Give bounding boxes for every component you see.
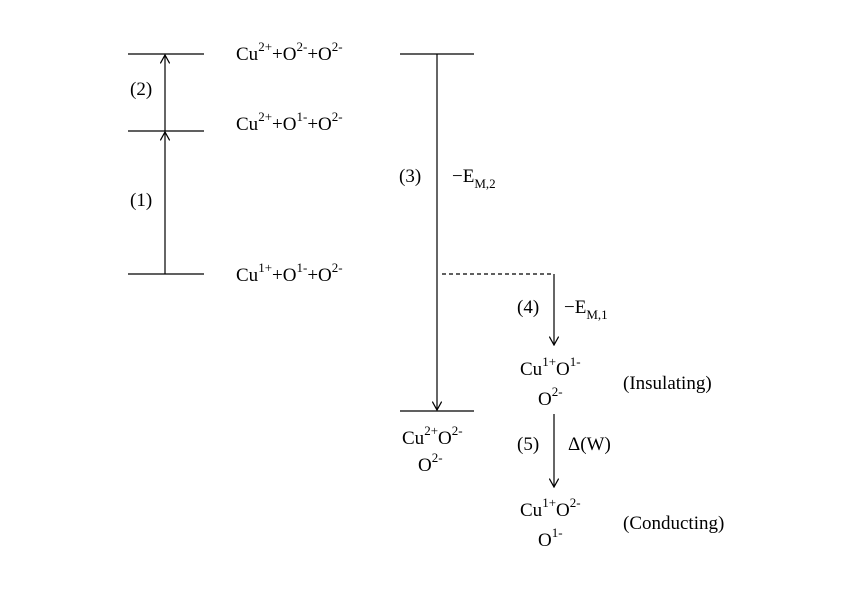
step-5-label: (5): [517, 434, 539, 455]
step-3-label: (3): [399, 166, 421, 187]
state-conducting: (Conducting): [623, 513, 724, 534]
product-5-bottom: O1-: [538, 525, 563, 551]
energy-5-label: Δ(W): [568, 434, 611, 455]
level-label-bottom: Cu1++O1-+O2-: [236, 260, 343, 286]
level-label-top: Cu2++O2-+O2-: [236, 39, 343, 65]
product-4-top: Cu1+O1-: [520, 354, 581, 380]
energy-4-label: −EM,1: [564, 297, 608, 322]
step-4-label: (4): [517, 297, 539, 318]
state-insulating: (Insulating): [623, 373, 712, 394]
product-5-top: Cu1+O2-: [520, 495, 581, 521]
product-4-bottom: O2-: [538, 384, 563, 410]
level-label-mid: Cu2++O1-+O2-: [236, 109, 343, 135]
step-2-label: (2): [130, 79, 152, 100]
product-3-top: Cu2+O2-: [402, 423, 463, 449]
product-3-bottom: O2-: [418, 450, 443, 476]
step-1-label: (1): [130, 190, 152, 211]
energy-3-label: −EM,2: [452, 166, 496, 191]
